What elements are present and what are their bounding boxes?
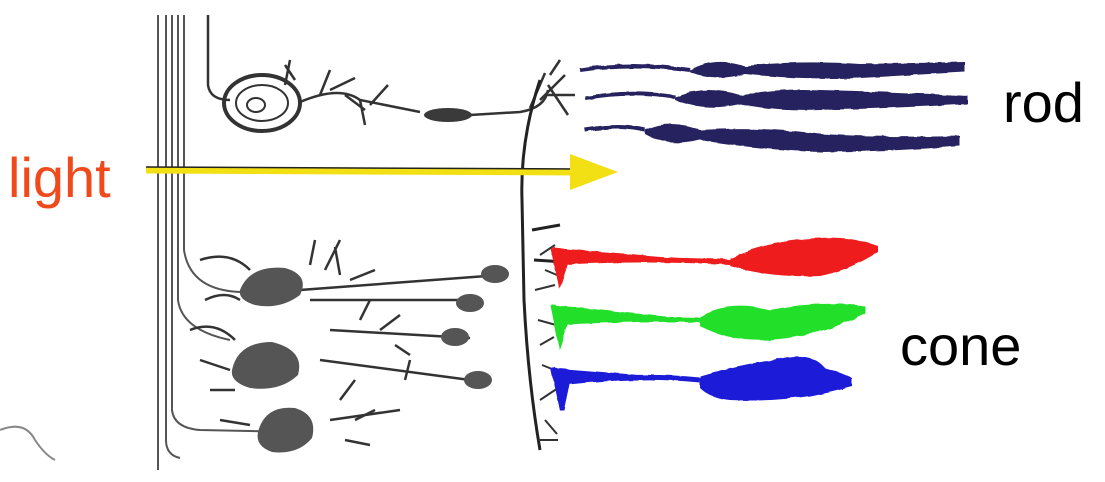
ganglion-cell-2 (231, 342, 300, 389)
ganglion-cell-3 (257, 407, 314, 453)
rod-label: rod (1003, 71, 1084, 134)
nerve-fiber-bundle (157, 15, 301, 470)
bipolar-cell-1 (481, 265, 509, 283)
rod-photoreceptors (579, 61, 968, 152)
light-arrow (145, 154, 618, 190)
cone-circuit (189, 239, 501, 447)
cone-label: cone (900, 314, 1022, 377)
rod-cell-3 (584, 124, 960, 152)
rod-bipolar-cell (424, 108, 472, 122)
cone-red (550, 237, 878, 290)
ganglion-cell-1 (239, 267, 303, 307)
bipolar-cell-2 (456, 294, 484, 312)
bipolar-cell-4 (464, 371, 492, 389)
cone-photoreceptors (550, 237, 878, 411)
cone-green (550, 303, 865, 350)
bipolar-cell-3 (441, 328, 469, 346)
arrowhead (570, 154, 618, 190)
cone-ganglion-cells (231, 267, 314, 453)
rod-cell-2 (584, 89, 968, 111)
cone-terminals (534, 244, 559, 441)
light-label: light (8, 146, 111, 209)
rod-cell-1 (579, 61, 965, 79)
cone-blue (550, 356, 852, 411)
rod-circuit (206, 15, 575, 133)
stray-fiber (0, 425, 56, 461)
cone-bipolar-cells (441, 265, 509, 389)
